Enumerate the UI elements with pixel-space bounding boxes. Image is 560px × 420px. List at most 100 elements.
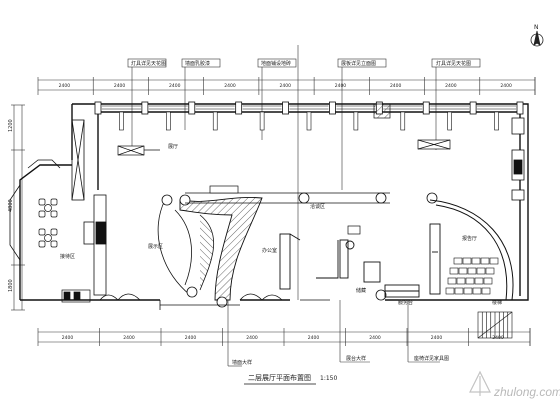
theater-seat [483, 277, 493, 285]
bottom-dimension-value: 2400 [62, 335, 74, 341]
wall-column [329, 101, 336, 115]
top-dimension-value: 2400 [280, 83, 292, 89]
lounge-table [44, 204, 52, 212]
theater-seat [458, 267, 468, 275]
left-dimension-lines [11, 104, 25, 311]
room-label-showroom: 展厅 [168, 144, 178, 150]
pilaster [353, 111, 359, 131]
wall-column [235, 101, 243, 115]
bottom-dimension-ticks [99, 328, 531, 346]
lounge-chair [38, 210, 46, 218]
theater-seat [462, 257, 472, 265]
room-label-office: 办公室 [262, 247, 277, 254]
room-label-store: 储藏 [356, 287, 366, 294]
theater-seat [471, 257, 481, 265]
wall-column [282, 101, 289, 115]
column-circles [161, 192, 438, 308]
wall-column [516, 101, 524, 115]
room-label-stair: 楼梯 [492, 299, 502, 306]
room-label-exhibit: 展示区 [148, 244, 163, 250]
bottom-dimension-value: 2400 [123, 335, 135, 341]
top-dimension-ticks [92, 77, 536, 95]
pilaster [166, 111, 171, 131]
theater-seat [449, 267, 459, 275]
room-label-service: 服务台 [398, 299, 413, 306]
wall-column [141, 101, 149, 115]
theater-seat [472, 287, 482, 295]
drawing-title: 二层展厅平面布置图 [248, 373, 311, 382]
pilaster [306, 111, 312, 131]
room-label-theater: 报告厅 [462, 235, 477, 242]
pilaster [119, 111, 124, 131]
pilaster [447, 111, 452, 131]
lounge-chair [38, 228, 46, 236]
wall-column [422, 101, 430, 115]
watermark-logo-icon [469, 370, 491, 396]
theater-seat [474, 277, 484, 285]
pilaster [400, 111, 406, 131]
top-note-2: 墙面乳胶漆 [185, 60, 210, 67]
bottom-dimension-value: 2400 [431, 335, 443, 341]
theater-seat [456, 277, 466, 285]
top-note-1: 灯具详见天花图 [131, 60, 166, 67]
left-dimension-1: 1200 [8, 119, 14, 132]
top-note-5: 灯具详见天花图 [436, 60, 471, 67]
theater-curved-wall [429, 199, 514, 301]
theater-seat [454, 287, 464, 295]
middle-beam [120, 149, 390, 204]
top-dimension-value: 2400 [445, 83, 457, 89]
stair [477, 311, 513, 339]
theater-seat [480, 257, 490, 265]
bottom-note-leaders [227, 300, 440, 367]
bottom-dimension-value: 2400 [246, 335, 258, 341]
top-dimension-value: 2400 [59, 83, 71, 89]
north-arrow-icon [530, 30, 544, 47]
left-dimension-2: 4800 [8, 199, 14, 212]
theater-seating [445, 257, 499, 295]
theater-seat [467, 267, 477, 275]
drawing-scale: 1:150 [320, 375, 337, 382]
theater-seat [465, 277, 475, 285]
bottom-note-3: 座椅详见家具图 [414, 355, 449, 362]
lobby-counter [61, 289, 91, 303]
bottom-dimension-value: 2400 [369, 335, 381, 341]
theater-seat [476, 267, 486, 275]
top-note-leaders [127, 45, 481, 300]
wall-column [469, 101, 477, 115]
lounge-chairs [38, 198, 58, 248]
bottom-wall-doors [99, 293, 330, 310]
right-wall-details [511, 117, 525, 201]
theater-seat [463, 287, 473, 295]
top-note-4: 展板详见立面图 [341, 60, 376, 67]
pilaster [494, 111, 499, 131]
curved-exhibit-wall [157, 197, 263, 301]
display-boards [117, 103, 451, 235]
theater-seat [489, 257, 499, 265]
lounge-chair [50, 228, 58, 236]
pilaster [212, 111, 218, 131]
top-dimension-value: 2400 [390, 83, 402, 89]
top-dimension-value: 2400 [169, 83, 181, 89]
north-label: N [534, 24, 539, 31]
top-note-3: 地面铺设地砖 [261, 60, 291, 67]
bottom-note-1: 墙面大样 [232, 359, 252, 366]
lobby-area [9, 119, 107, 296]
room-label-meeting: 洽谈区 [310, 203, 325, 210]
left-dimension-3: 1800 [8, 279, 14, 292]
window-bays [94, 101, 524, 131]
bottom-note-2: 展台大样 [346, 355, 366, 362]
top-dimension-value: 2400 [224, 83, 236, 89]
watermark-text: zhulong.com [493, 385, 560, 399]
inner-partitions [279, 223, 441, 298]
lounge-table [44, 234, 52, 242]
lounge-chair [38, 240, 46, 248]
bottom-dimension-value: 2400 [492, 335, 504, 341]
lounge-chair [50, 198, 58, 206]
bottom-dimension-value: 2400 [185, 335, 197, 341]
lounge-chair [50, 240, 58, 248]
top-dimension-value: 2400 [500, 83, 512, 89]
room-label-lobby: 接待区 [60, 253, 75, 260]
